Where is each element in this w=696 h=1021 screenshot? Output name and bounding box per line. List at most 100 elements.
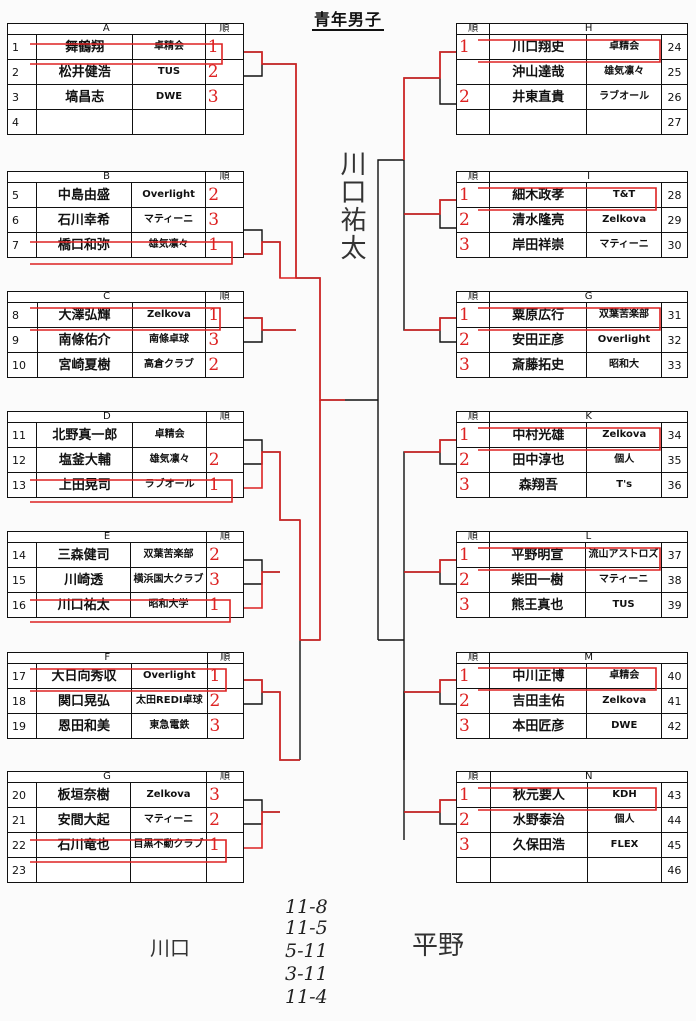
player-number: 40 — [660, 663, 689, 689]
player-number: 13 — [6, 472, 38, 498]
player-number: 20 — [6, 782, 38, 808]
player-rank: 2 — [205, 182, 244, 208]
player-club: マティーニ — [129, 807, 208, 833]
player-number: 27 — [661, 109, 688, 135]
player-number: 16 — [6, 592, 38, 618]
handwritten-score: 11-5 — [285, 917, 328, 939]
player-club: 卓精会 — [586, 34, 662, 60]
handwritten-right-finalist: 平野 — [412, 931, 465, 961]
player-rank: 2 — [455, 688, 491, 714]
player-number: 28 — [660, 182, 689, 208]
player-number: 1 — [6, 34, 38, 60]
player-club: DWE — [132, 84, 206, 110]
handwritten-left-finalist: 川口 — [150, 936, 190, 960]
player-rank: 3 — [455, 713, 491, 739]
player-club: 流山アストロズ — [584, 542, 663, 568]
player-name: 沖山達哉 — [489, 59, 588, 85]
player-number: 33 — [661, 352, 688, 378]
player-club: Zelkova — [129, 782, 208, 808]
player-rank: 3 — [455, 472, 491, 498]
player-number: 18 — [7, 688, 37, 714]
player-club — [587, 857, 662, 883]
player-name: 清水隆亮 — [489, 207, 588, 233]
player-club: DWE — [586, 713, 662, 739]
table-row: 27 — [455, 109, 688, 135]
handwritten-score: 11-8 — [285, 896, 328, 918]
player-rank: 1 — [205, 232, 244, 258]
player-rank — [455, 109, 491, 135]
player-name: 粟原広行 — [489, 302, 588, 328]
player-name: 斎藤拓史 — [489, 352, 588, 378]
player-name: 川崎透 — [36, 567, 131, 593]
player-name — [489, 857, 589, 883]
player-rank: 1 — [455, 182, 491, 208]
player-rank: 3 — [455, 352, 491, 378]
player-name: 塙昌志 — [36, 84, 134, 110]
player-rank: 2 — [455, 447, 491, 473]
player-rank: 2 — [455, 84, 491, 110]
player-name: 岸田祥崇 — [489, 232, 588, 258]
table-row: 4 — [6, 109, 245, 135]
player-number: 4 — [6, 109, 38, 135]
player-club: 昭和大 — [586, 352, 663, 378]
player-number: 43 — [660, 782, 689, 808]
page-title: 青年男子 — [311, 10, 384, 31]
player-club: 雄気凛々 — [586, 59, 662, 85]
player-club: Zelkova — [586, 422, 662, 448]
player-name: 上田晃司 — [36, 472, 134, 498]
player-rank — [455, 59, 491, 85]
player-number: 22 — [6, 832, 38, 858]
player-rank: 3 — [455, 232, 491, 258]
player-club: Zelkova — [586, 207, 662, 233]
player-rank: 1 — [206, 832, 244, 858]
player-club: ラブオール — [586, 84, 662, 110]
player-club — [586, 109, 662, 135]
player-name: 熊王真也 — [488, 592, 586, 618]
player-name: 恩田和美 — [35, 713, 133, 739]
player-name: 大澤弘輝 — [36, 302, 133, 328]
player-name: 石川幸希 — [35, 207, 133, 233]
player-club: 南條卓球 — [131, 327, 207, 353]
player-rank: 1 — [204, 34, 245, 60]
player-club: TUS — [584, 592, 663, 618]
player-club: マティーニ — [586, 232, 662, 258]
player-rank: 3 — [204, 84, 245, 110]
player-rank: 2 — [205, 352, 244, 378]
player-club: ラブオール — [132, 472, 207, 498]
handwritten-score: 11-4 — [285, 986, 328, 1008]
handwritten-winner: 川口祐太 — [336, 150, 366, 262]
player-number: 11 — [6, 422, 38, 448]
player-number: 30 — [660, 232, 689, 258]
player-number: 34 — [660, 422, 689, 448]
player-number: 15 — [6, 567, 38, 593]
player-number: 23 — [6, 857, 38, 883]
player-rank: 1 — [205, 472, 245, 498]
player-rank: 3 — [206, 713, 245, 739]
player-club: 雄気凛々 — [131, 232, 207, 258]
player-number: 36 — [660, 472, 689, 498]
bracket-red-lines — [30, 39, 661, 863]
player-club: 双葉苦楽部 — [586, 302, 663, 328]
